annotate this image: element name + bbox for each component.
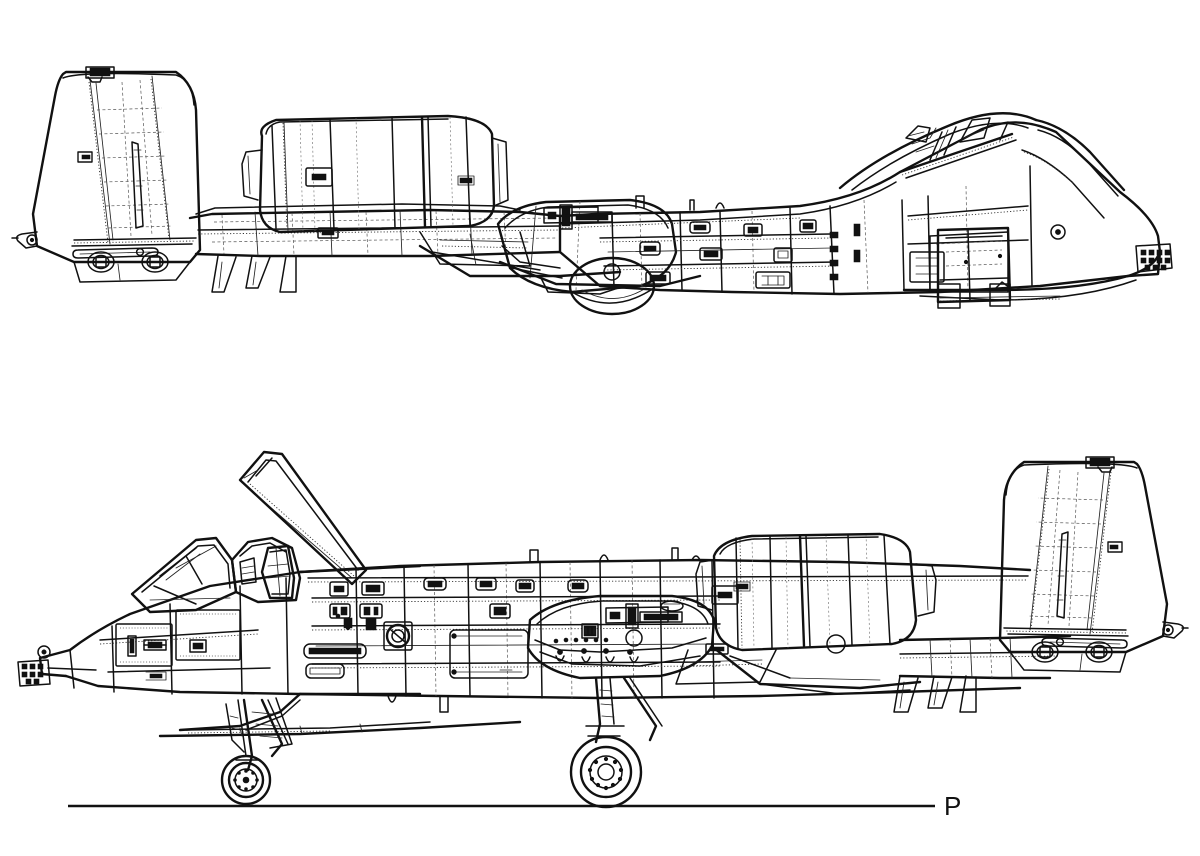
hatch-u2 [361, 581, 385, 596]
nose-panel-main [115, 623, 173, 667]
large-access-door [449, 629, 529, 679]
tail-attach-bolt-4 [1031, 641, 1059, 663]
canopy-open-raised [238, 450, 368, 586]
ground-line-group: P [68, 791, 961, 821]
nose-panel-secondary [175, 609, 241, 661]
fuselage-body [558, 112, 1173, 302]
cockpit-interior [230, 536, 302, 604]
ejection-seat [260, 544, 296, 600]
nacelle-pylon-lower [675, 649, 777, 685]
rear-wing-fairing [712, 634, 922, 695]
fuselage-access-hatch-a [689, 221, 711, 234]
fuselage-body-lower [298, 547, 1032, 713]
cockpit-canopy-closed [838, 112, 1038, 191]
fuselage-access-hatch-g [755, 271, 791, 289]
fuselage-access-hatch-h [645, 271, 671, 285]
main-wheel-hub-bolts [587, 756, 624, 791]
nose-landing-gear-extended [220, 697, 293, 806]
nacelle-latch-lower [711, 585, 739, 605]
circular-access-port [383, 621, 413, 651]
wing-root-underside-lower [158, 692, 522, 738]
fuselage-access-hatch-b [743, 223, 763, 237]
pod-top-detail [605, 600, 684, 629]
fuselage-access-hatch-d [699, 247, 723, 261]
fuselage-access-hatch-e [639, 241, 661, 256]
hatch-u4 [359, 603, 383, 619]
hatch-u1 [329, 581, 349, 597]
main-wheel [569, 735, 643, 809]
upper-aircraft-group [11, 66, 1173, 316]
nacelle-access-panel [305, 167, 333, 187]
vertical-tail-fin-right [998, 456, 1189, 673]
nose-gear-bay-retracted [936, 226, 1012, 309]
pod-rivet-dots [553, 637, 633, 655]
wheel-hub-bolts [233, 769, 259, 791]
fuselage-access-hatch-c [799, 219, 817, 233]
nacelle-access-panel-lower [733, 581, 751, 592]
muzzle-barrel-array-lower [21, 663, 44, 685]
lower-aircraft-group: P [17, 450, 1189, 821]
hatch-u5 [423, 577, 447, 591]
engine-nacelle-lower [695, 532, 937, 655]
hatch-u7 [515, 579, 535, 593]
muzzle-barrel-array [1140, 249, 1171, 271]
nacelle-latch [457, 175, 475, 186]
tail-attach-bolt-2 [141, 251, 169, 273]
fuselage-access-hatch-f [773, 247, 793, 263]
nose-section-left [17, 564, 422, 696]
tail-attach-bolt-3 [1085, 641, 1113, 663]
hatch-u8 [567, 579, 589, 593]
main-gear-pod [496, 198, 678, 316]
small-slot-panel [305, 663, 345, 679]
gun-bay-panel [909, 251, 945, 283]
gau8-gun-muzzle [1126, 243, 1173, 278]
ground-line-label: P [944, 791, 961, 821]
windscreen-frame [130, 536, 238, 614]
nose-wheel [220, 754, 272, 806]
wing-root-underside [418, 244, 702, 295]
gau8-gun-muzzle-lower [17, 659, 51, 687]
tail-attach-bolt-1 [87, 251, 115, 273]
hatch-u3 [329, 603, 351, 619]
main-gear-pod-lower [526, 594, 716, 809]
vertical-tail-fin-left [11, 66, 202, 283]
long-slot-panel [303, 643, 367, 659]
hatch-u6 [475, 577, 497, 591]
engine-nacelle [241, 114, 509, 239]
nacelle-lower-latch [317, 227, 339, 239]
hatch-u9 [489, 603, 511, 619]
